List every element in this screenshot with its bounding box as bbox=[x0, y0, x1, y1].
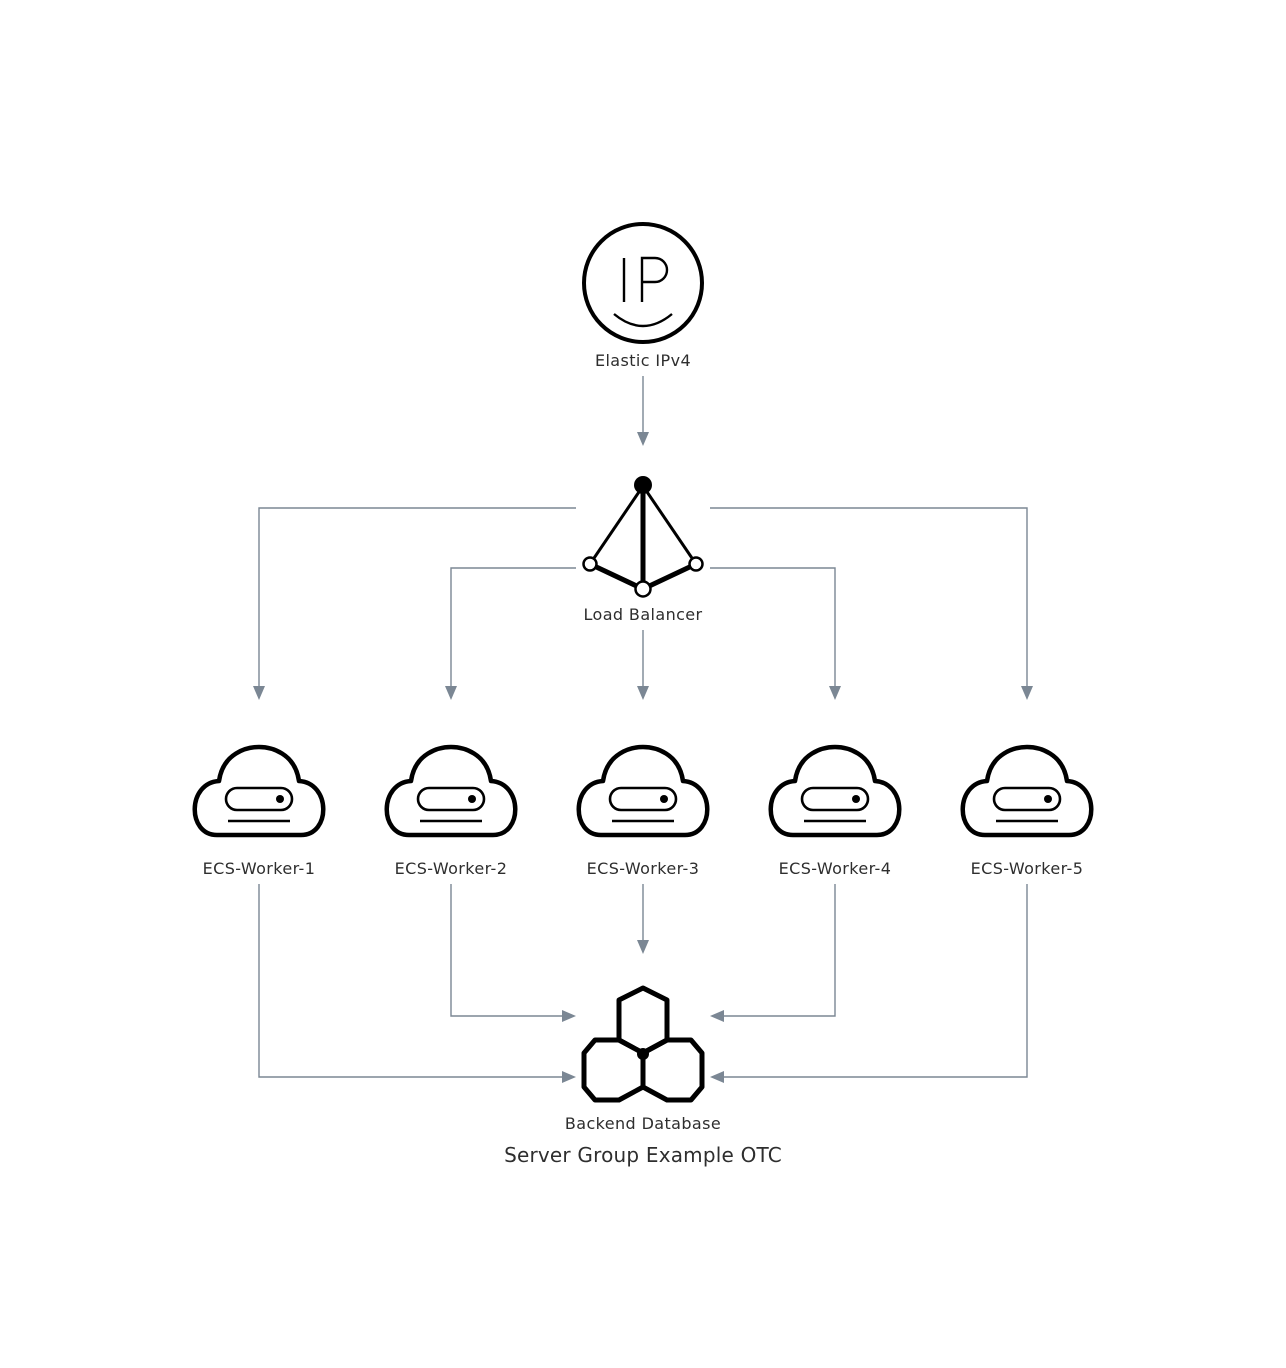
elastic-ip-icon bbox=[582, 222, 704, 344]
node-elastic-ip[interactable]: Elastic IPv4 bbox=[582, 222, 704, 370]
edge-lb-to-worker-4 bbox=[710, 567, 841, 700]
edge-lb-to-worker-2 bbox=[445, 567, 576, 700]
load-balancer-icon bbox=[582, 476, 704, 598]
edge-eip-to-lb bbox=[637, 376, 649, 446]
ecs-cloud-server-icon bbox=[768, 744, 902, 838]
edges bbox=[253, 376, 1033, 1083]
edge-worker-3-to-db bbox=[637, 884, 649, 954]
node-ecs-worker-2[interactable]: ECS-Worker-2 bbox=[384, 744, 518, 878]
edge-lb-to-worker-3 bbox=[637, 630, 649, 700]
ecs-workers: ECS-Worker-1 ECS-Worker-2 ECS-Worker-3 ECS-… bbox=[192, 744, 1094, 878]
node-ecs-worker-3[interactable]: ECS-Worker-3 bbox=[576, 744, 710, 878]
ecs-worker-label: ECS-Worker-5 bbox=[971, 859, 1084, 878]
edge-worker-2-to-db bbox=[450, 884, 576, 1022]
edge-worker-1-to-db bbox=[258, 884, 576, 1083]
ecs-cloud-server-icon bbox=[384, 744, 518, 838]
ecs-worker-label: ECS-Worker-3 bbox=[587, 859, 700, 878]
edge-worker-4-to-db bbox=[710, 884, 836, 1022]
edge-worker-5-to-db bbox=[710, 884, 1028, 1083]
node-ecs-worker-5[interactable]: ECS-Worker-5 bbox=[960, 744, 1094, 878]
load-balancer-label: Load Balancer bbox=[583, 605, 702, 624]
ecs-cloud-server-icon bbox=[192, 744, 326, 838]
ecs-cloud-server-icon bbox=[576, 744, 710, 838]
edge-lb-to-worker-5 bbox=[710, 507, 1033, 700]
diagram-title: Server Group Example OTC bbox=[504, 1143, 782, 1167]
ecs-cloud-server-icon bbox=[960, 744, 1094, 838]
ecs-worker-label: ECS-Worker-1 bbox=[203, 859, 316, 878]
node-ecs-worker-1[interactable]: ECS-Worker-1 bbox=[192, 744, 326, 878]
node-ecs-worker-4[interactable]: ECS-Worker-4 bbox=[768, 744, 902, 878]
ecs-worker-label: ECS-Worker-2 bbox=[395, 859, 508, 878]
ecs-worker-label: ECS-Worker-4 bbox=[779, 859, 892, 878]
elastic-ip-label: Elastic IPv4 bbox=[595, 351, 691, 370]
edge-lb-to-worker-1 bbox=[253, 507, 576, 700]
node-load-balancer[interactable]: Load Balancer bbox=[582, 476, 704, 624]
backend-database-label: Backend Database bbox=[565, 1114, 721, 1133]
node-backend-database[interactable]: Backend Database bbox=[565, 985, 721, 1133]
database-icon bbox=[581, 985, 705, 1103]
